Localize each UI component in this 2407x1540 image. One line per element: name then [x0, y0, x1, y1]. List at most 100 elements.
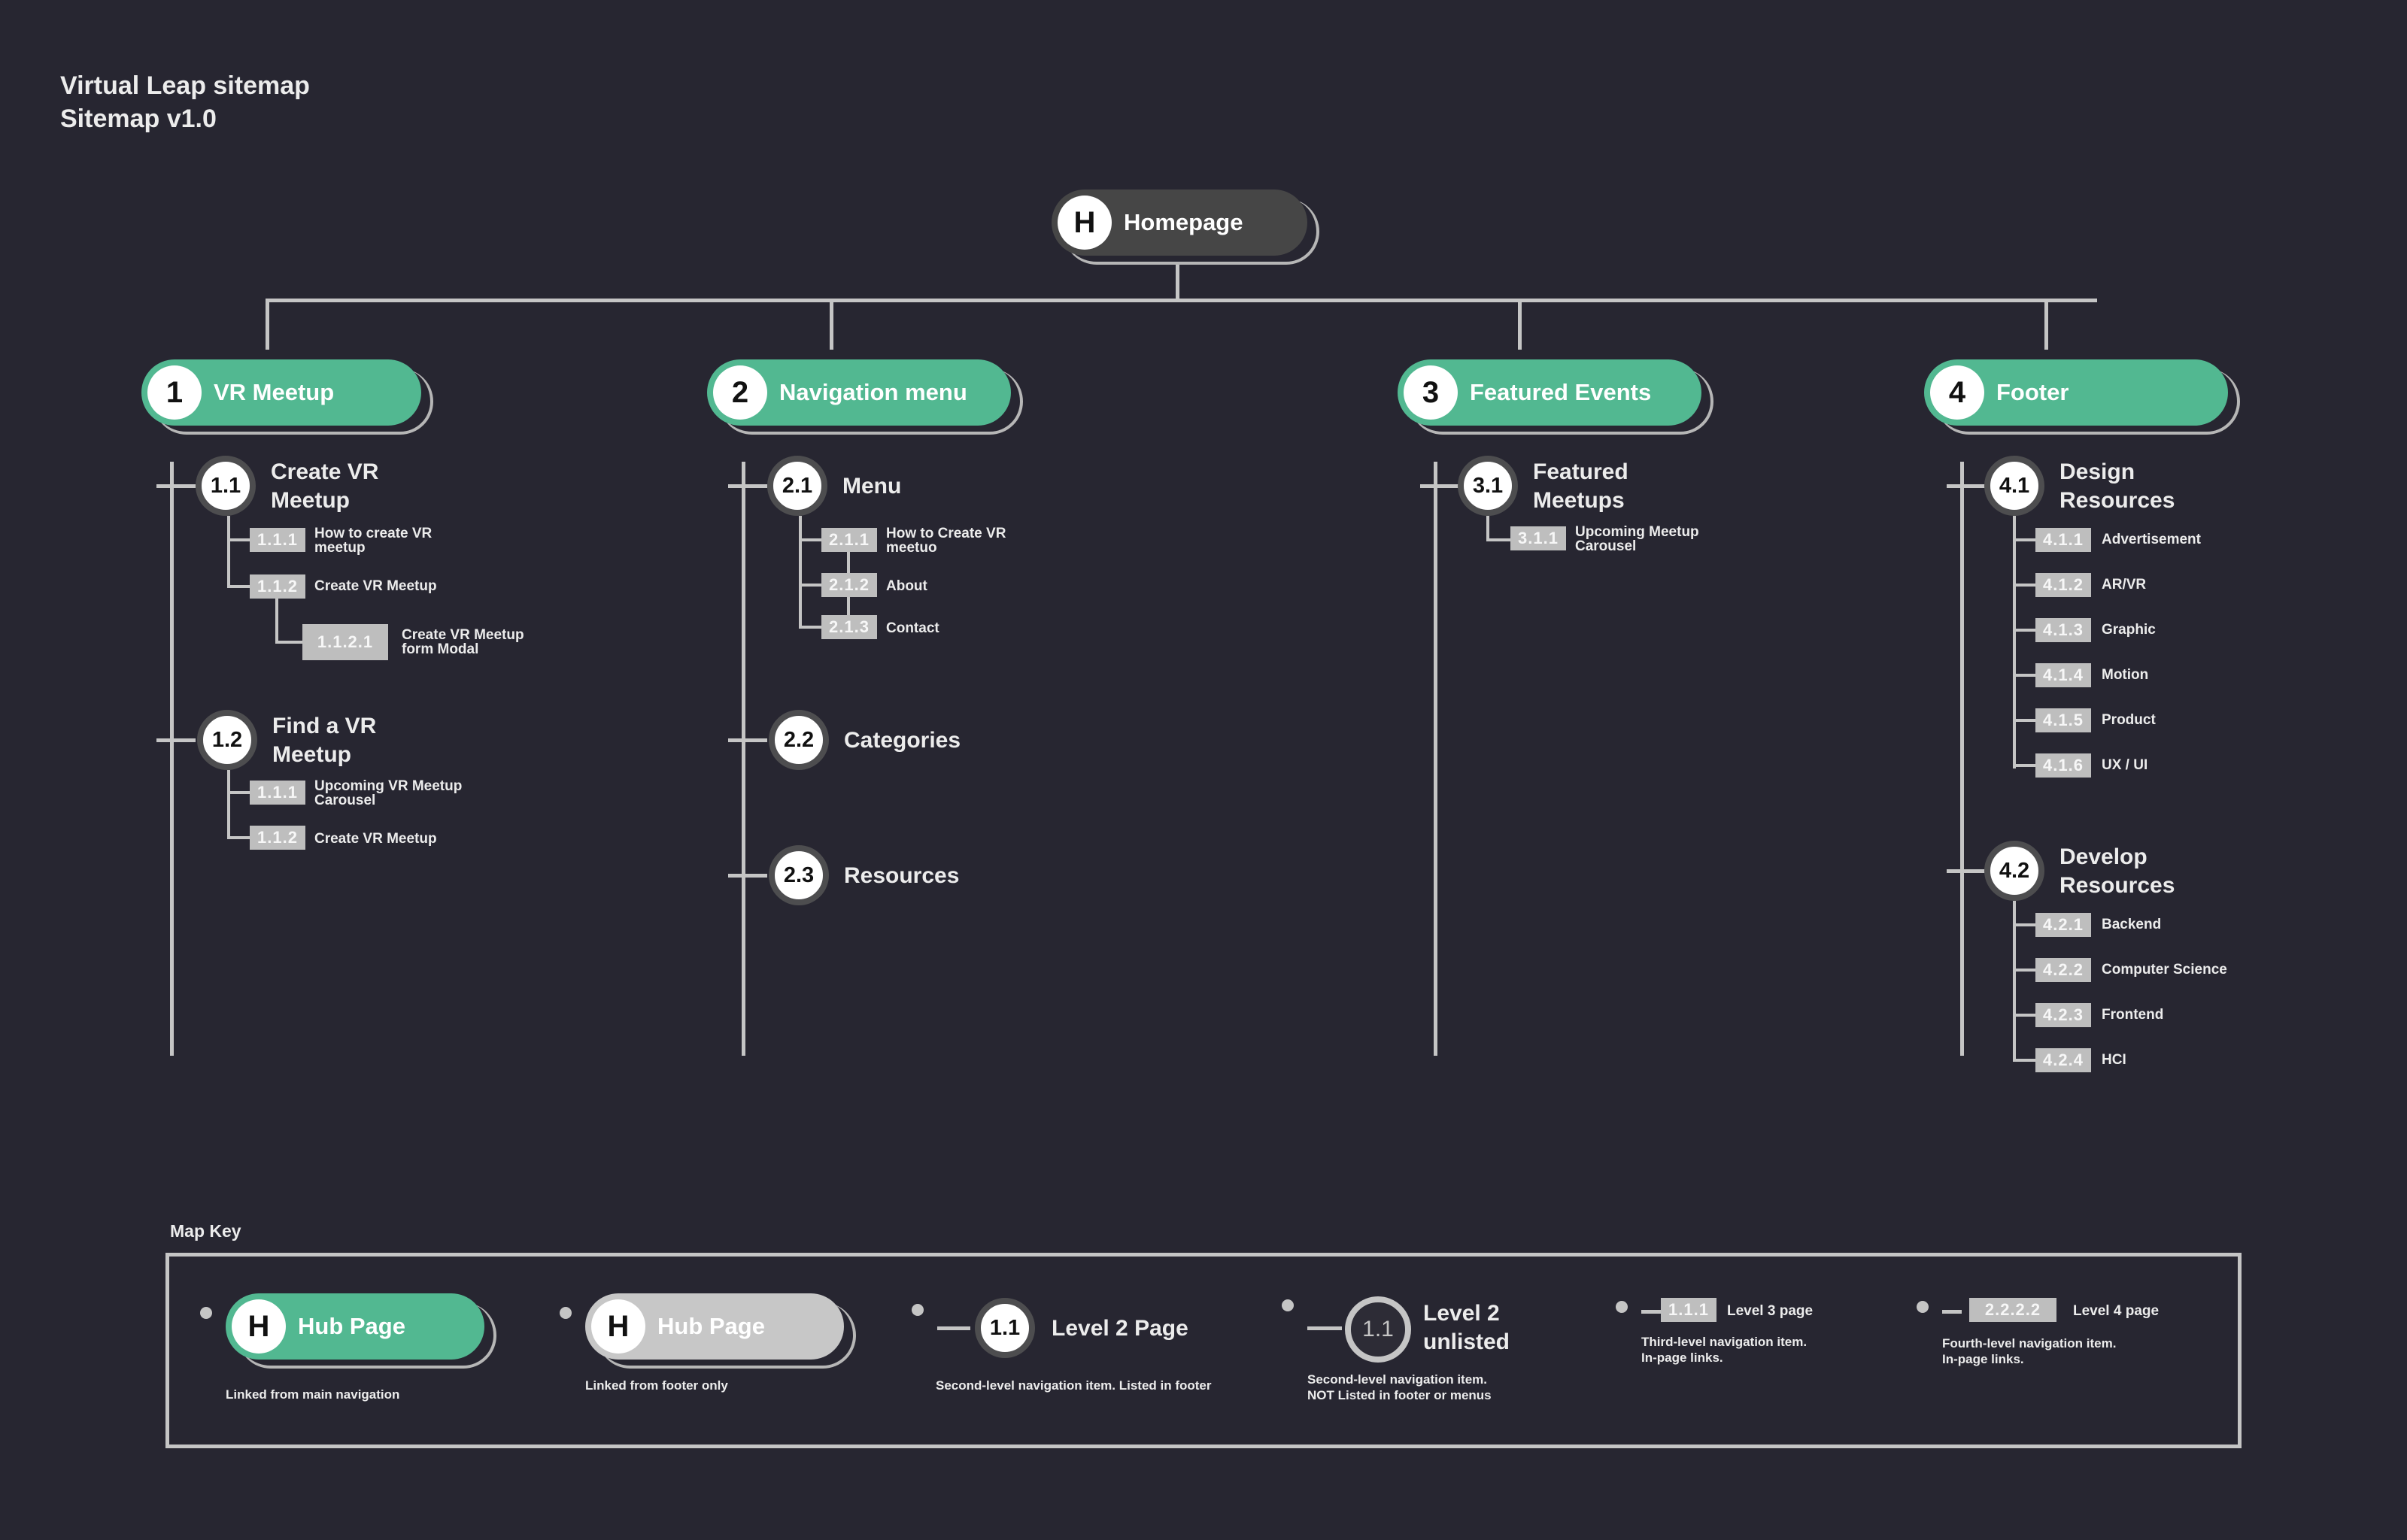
hub-number: 3 [1404, 365, 1458, 420]
connector [799, 516, 802, 629]
level3-box[interactable]: 2.1.3 [821, 615, 877, 639]
homepage-label: Homepage [1124, 209, 1243, 235]
level3-box[interactable]: 1.1.1 [250, 781, 305, 805]
level3-box[interactable]: 4.1.6 [2035, 753, 2091, 778]
level3-box[interactable]: 4.1.3 [2035, 618, 2091, 642]
connector [799, 538, 823, 541]
connector [1176, 265, 1179, 301]
level2-node[interactable]: 2.1 [767, 456, 827, 516]
hub-label: Footer [1996, 379, 2069, 405]
hub-marker: H [591, 1299, 645, 1354]
connector [937, 1326, 970, 1330]
level3-box[interactable]: 4.2.4 [2035, 1048, 2091, 1072]
level2-label: Design Resources [2059, 459, 2175, 513]
connector [728, 484, 767, 488]
level4-box[interactable]: 1.1.2.1 [302, 624, 388, 660]
key-level2-unlisted-desc: Second-level navigation item. NOT Listed… [1307, 1372, 1492, 1402]
level3-box[interactable]: 1.1.2 [250, 826, 305, 850]
level2-label: Menu [842, 474, 902, 499]
key-hub-footer: H Hub Page [585, 1293, 856, 1369]
hub-number: 4 [1930, 365, 1984, 420]
level2-node[interactable]: 2.2 [769, 710, 829, 770]
level2-node[interactable]: 1.2 [197, 710, 257, 770]
connector [799, 584, 823, 587]
connector [1942, 1310, 1962, 1314]
level3-box[interactable]: 4.1.4 [2035, 663, 2091, 687]
connector [2013, 719, 2037, 722]
connector [2013, 901, 2016, 1062]
level2-node[interactable]: 4.1 [1984, 456, 2044, 516]
level3-box[interactable]: 4.2.2 [2035, 958, 2091, 982]
connector [728, 874, 767, 878]
page-title: Virtual Leap sitemap [60, 71, 310, 100]
connector [830, 299, 833, 350]
branch-line [1434, 462, 1437, 1056]
level3-label: UX / UI [2102, 757, 2148, 773]
level2-label: Resources [844, 863, 960, 888]
connector [799, 626, 823, 629]
connector [2044, 299, 2048, 350]
connector [1947, 869, 1986, 873]
connector [2013, 923, 2037, 926]
map-key-title: Map Key [170, 1221, 241, 1241]
level3-label: Product [2102, 712, 2156, 728]
hub-label: VR Meetup [214, 379, 335, 405]
level2-node[interactable]: 4.2 [1984, 841, 2044, 901]
level3-label: Upcoming VR Meetup Carousel [314, 778, 463, 808]
connector [2013, 674, 2037, 677]
level3-label: Graphic [2102, 622, 2156, 638]
key-dot [912, 1304, 924, 1316]
connector [227, 538, 251, 541]
level3-box[interactable]: 4.2.3 [2035, 1003, 2091, 1027]
key-hub-main-desc: Linked from main navigation [226, 1387, 400, 1402]
connector [1307, 1326, 1342, 1330]
key-level3-box: 1.1.1 [1661, 1298, 1716, 1322]
connector [156, 484, 196, 488]
level3-label: Backend [2102, 917, 2162, 932]
connector [728, 738, 767, 742]
branch-line [742, 462, 745, 1056]
connector [1947, 484, 1986, 488]
connector [227, 770, 230, 839]
key-dot [200, 1307, 212, 1319]
connector [2013, 969, 2037, 972]
level2-node[interactable]: 3.1 [1458, 456, 1518, 516]
hub-footer[interactable]: 4 Footer [1924, 359, 2240, 435]
level3-box[interactable]: 1.1.2 [250, 574, 305, 599]
level3-label: Create VR Meetup [314, 578, 437, 594]
level3-box[interactable]: 1.1.1 [250, 528, 305, 552]
key-dot [1282, 1299, 1294, 1311]
level3-box[interactable]: 4.1.5 [2035, 708, 2091, 732]
hub-vr-meetup[interactable]: 1 VR Meetup [141, 359, 433, 435]
level3-box[interactable]: 2.1.2 [821, 573, 877, 597]
connector [2013, 1059, 2037, 1062]
connector [156, 738, 196, 742]
level2-node[interactable]: 2.3 [769, 845, 829, 905]
connector [1641, 1310, 1661, 1314]
connector [266, 299, 269, 350]
level2-label: Categories [844, 728, 961, 753]
level3-box[interactable]: 4.1.1 [2035, 528, 2091, 552]
level3-label: Motion [2102, 667, 2149, 683]
level3-label: Advertisement [2102, 532, 2201, 547]
homepage-node[interactable]: H Homepage [1052, 189, 1319, 265]
level3-box[interactable]: 4.1.2 [2035, 573, 2091, 597]
hub-featured-events[interactable]: 3 Featured Events [1398, 359, 1713, 435]
hub-navigation-menu[interactable]: 2 Navigation menu [707, 359, 1023, 435]
key-level4-desc: Fourth-level navigation item. In-page li… [1942, 1336, 2117, 1366]
connector [1518, 299, 1522, 350]
connector [2013, 538, 2037, 541]
level2-node[interactable]: 1.1 [196, 456, 256, 516]
key-level2-node: 1.1 [975, 1298, 1035, 1358]
level3-box[interactable]: 4.2.1 [2035, 913, 2091, 937]
level3-box[interactable]: 2.1.1 [821, 528, 877, 552]
key-level4-box: 2.2.2.2 [1969, 1298, 2056, 1322]
connector [2013, 764, 2037, 767]
key-hub-main-label: Hub Page [298, 1313, 405, 1339]
key-level2-unlisted-label: Level 2 unlisted [1423, 1301, 1510, 1354]
key-dot [560, 1307, 572, 1319]
level3-box[interactable]: 3.1.1 [1510, 526, 1566, 550]
map-key-frame [165, 1253, 2242, 1448]
hub-number: 1 [147, 365, 202, 420]
